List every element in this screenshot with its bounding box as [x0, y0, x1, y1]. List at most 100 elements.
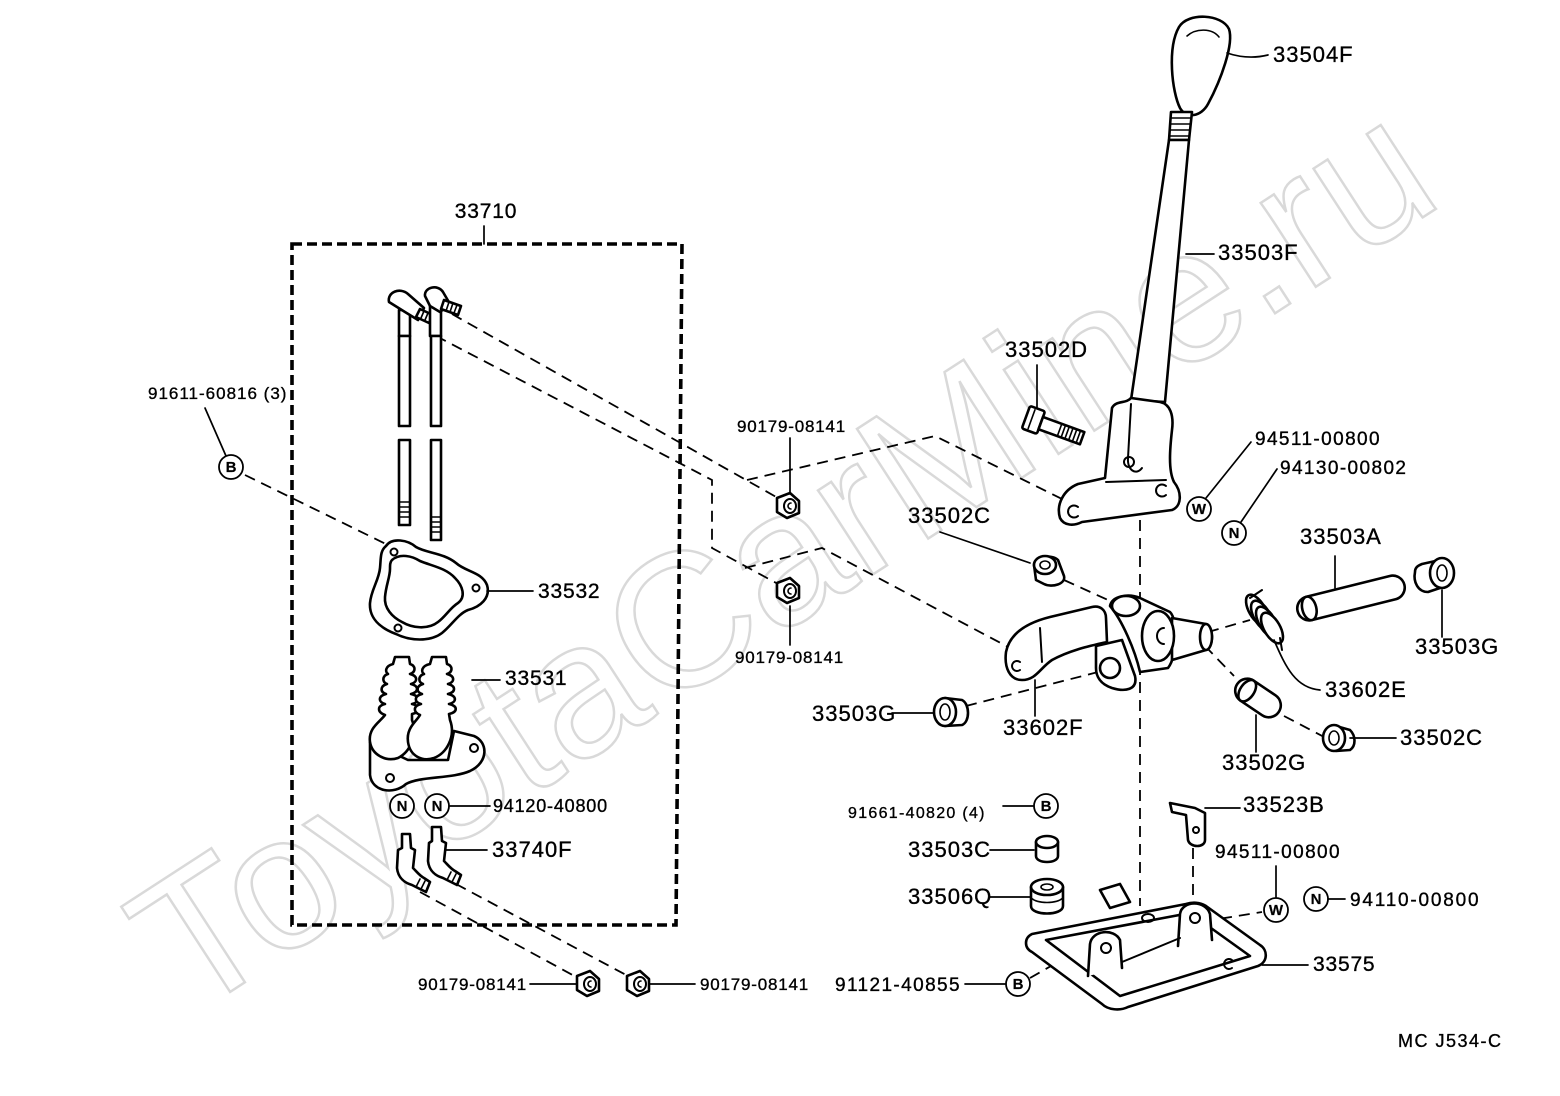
label-collar: 33503C [908, 837, 991, 862]
tube-right [1295, 574, 1407, 622]
dashed-line [1283, 715, 1327, 739]
bushing-left [932, 696, 970, 728]
leader-line [204, 407, 227, 457]
cable-end-right [423, 286, 463, 338]
label-tube-right: 33503A [1300, 524, 1382, 549]
hex-nut-bottom-right [625, 969, 651, 998]
tube-lower [1233, 677, 1283, 719]
ball-stud-right [426, 825, 463, 887]
leader-line [1273, 639, 1321, 691]
b-mark-upper: B [218, 454, 244, 480]
part-labels: 33504F 33503F 33710 33502D 91611-60816 (… [148, 42, 1503, 1051]
select-lever [1004, 594, 1214, 692]
label-boot: 33531 [505, 667, 567, 690]
hex-nut-upper [775, 491, 801, 520]
label-nut-lower: 94110-00800 [1350, 890, 1480, 911]
label-bolt-set-lower: 91661-40820 (4) [848, 805, 986, 822]
n-mark-upper: N [1221, 520, 1247, 546]
dashed-assembly-lines [244, 313, 1327, 979]
leader-line [1226, 52, 1269, 58]
bushing-upper [1032, 554, 1066, 587]
dashed-line [965, 671, 1099, 707]
b-mark-middle: B [1033, 793, 1059, 819]
dashed-line [451, 313, 779, 499]
label-gasket: 33532 [538, 580, 600, 603]
n-mark-letter: N [432, 798, 443, 815]
dashed-line [746, 435, 1065, 501]
n-mark-letter: N [1229, 525, 1240, 542]
hex-nut-middle [775, 576, 801, 605]
n-mark-letter: N [1311, 891, 1322, 908]
label-lever-bolt: 33502D [1005, 337, 1088, 362]
label-washer-lower: 94511-00800 [1215, 842, 1341, 863]
n-mark-boot-right: N [424, 793, 450, 819]
label-bushing-upper: 33502C [908, 503, 991, 528]
dashed-line [244, 474, 391, 547]
control-rod-right [429, 334, 443, 542]
label-base: 33575 [1313, 953, 1375, 976]
b-mark-letter: B [1041, 798, 1052, 815]
dashed-line [744, 547, 1011, 649]
b-mark-letter: B [226, 459, 237, 476]
label-cushion: 33506Q [908, 884, 992, 909]
shift-lever [1057, 110, 1194, 526]
label-spring: 33602E [1325, 677, 1407, 702]
label-bushing-lower-right: 33502C [1400, 725, 1483, 750]
leader-line [1240, 468, 1278, 523]
label-lever: 33503F [1218, 240, 1299, 265]
boot-right [406, 655, 458, 761]
label-assembly: 33710 [455, 200, 517, 223]
label-select-lever: 33602F [1003, 715, 1084, 740]
dashed-line [419, 891, 579, 979]
boot-flange [368, 729, 486, 792]
dashed-line [455, 883, 629, 977]
label-bolt-set-upper: 91611-60816 (3) [148, 384, 287, 403]
coil-spring [1244, 589, 1285, 651]
b-mark-letter: B [1013, 976, 1024, 993]
ball-stud-left [395, 832, 432, 894]
lever-bolt [1021, 405, 1086, 446]
w-mark-upper: W [1186, 496, 1212, 522]
label-bolt-base: 91121-40855 [835, 975, 961, 996]
leader-line [939, 531, 1031, 564]
figure-code: MC J534-C [1398, 1031, 1503, 1051]
shift-knob [1170, 15, 1232, 117]
label-tube-lower: 33502G [1222, 750, 1306, 775]
w-mark-letter: W [1269, 902, 1284, 919]
label-bushing-right: 33503G [1415, 634, 1499, 659]
dashed-line [1063, 579, 1109, 601]
bracket [1168, 801, 1207, 848]
dashed-line [1204, 645, 1235, 677]
cable-end-left [387, 289, 435, 338]
label-bracket: 33523B [1243, 792, 1325, 817]
leader-lines [204, 52, 1443, 985]
label-knob: 33504F [1273, 42, 1354, 67]
w-mark-letter: W [1192, 501, 1207, 518]
b-mark-lower: B [1005, 971, 1031, 997]
dashed-line [435, 335, 779, 585]
leader-line [1205, 441, 1252, 499]
n-mark-boot-left: N [389, 793, 415, 819]
label-nut-boot: 94120-40800 [493, 796, 608, 816]
label-bushing-left: 33503G [812, 701, 896, 726]
boot-left [368, 655, 421, 761]
n-mark-letter: N [397, 798, 408, 815]
label-nut-lever: 94130-00802 [1280, 458, 1407, 479]
label-nut-bottom-left: 90179-08141 [418, 975, 527, 994]
label-nut-bottom-right: 90179-08141 [700, 975, 809, 994]
gasket [368, 539, 490, 641]
assembly-boundary [290, 242, 684, 927]
bushing-lower-right [1321, 723, 1356, 753]
label-washer-upper: 94511-00800 [1255, 429, 1381, 450]
label-ball-stud: 33740F [492, 837, 573, 862]
label-nut-upper-1: 90179-08141 [737, 417, 846, 436]
collar [1034, 834, 1060, 864]
dashed-line [1207, 619, 1251, 633]
shift-boot [368, 655, 486, 792]
control-rod-left [397, 334, 412, 527]
watermark: ToyotaCarMine.ru [96, 59, 1469, 1053]
bushing-right [1413, 556, 1456, 594]
w-mark-lower: W [1263, 897, 1289, 923]
label-nut-upper-2: 90179-08141 [735, 648, 844, 667]
